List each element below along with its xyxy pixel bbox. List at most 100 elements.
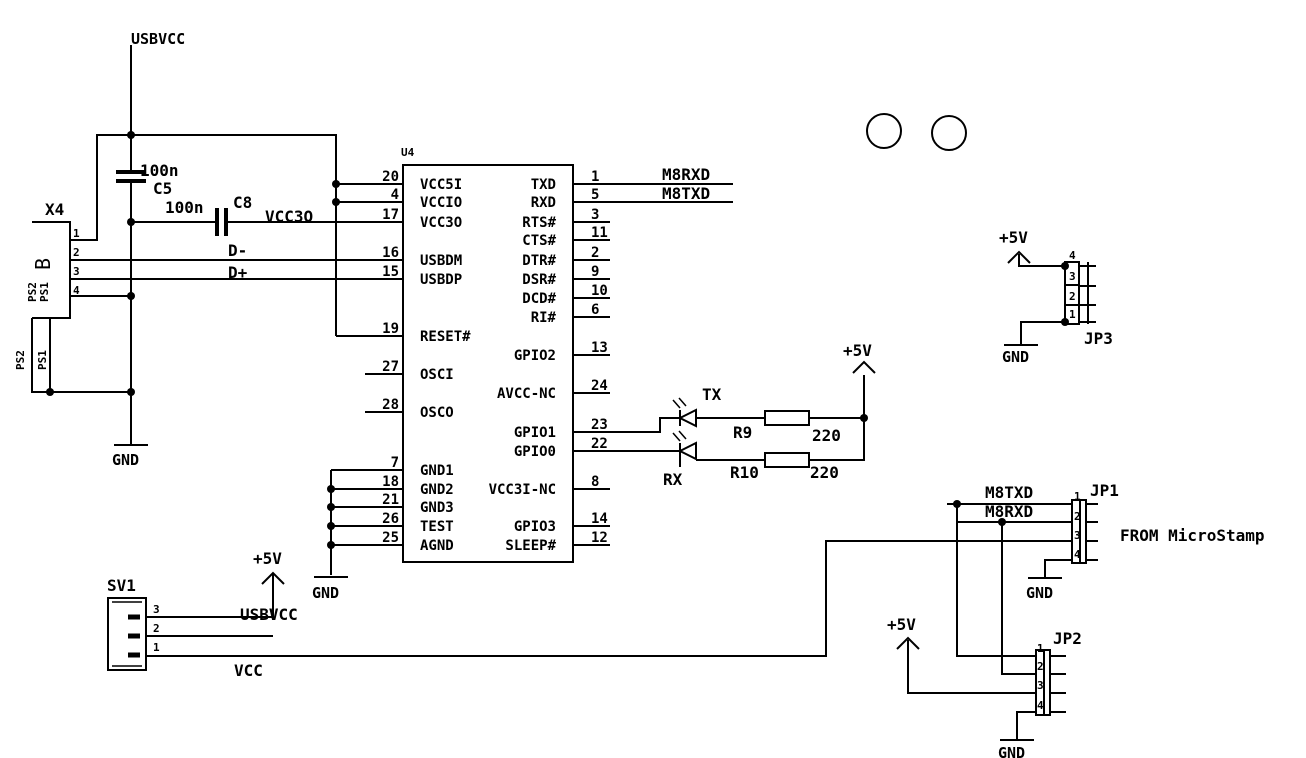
jp1-jp2-links [956, 504, 1036, 675]
u4-pin-name: RI# [531, 310, 557, 326]
d-plus-label: D+ [228, 263, 248, 282]
u4-pin-number: 15 [382, 264, 399, 280]
u4-gnd-bus: GND [312, 470, 348, 602]
capacitor-c8: 100n C8 VCC3O [127, 193, 403, 236]
u4-pin-number: 23 [591, 417, 608, 433]
mounting-hole-1 [866, 113, 902, 149]
usb-data-lines: D- D+ [70, 241, 403, 282]
u4-pin-name: GPIO0 [514, 444, 556, 460]
x4-ps1: PS1 [38, 282, 51, 302]
u4-pin-name: GPIO3 [514, 519, 556, 535]
u4-pin-name: TEST [420, 519, 454, 535]
u4-right-pins: 1TXD5RXD3RTS#11CTS#2DTR#9DSR#10DCD#6RI#1… [489, 169, 610, 554]
u4-pin-number: 4 [391, 187, 399, 203]
u4-pin-name: RESET# [420, 329, 471, 345]
r10-value: 220 [810, 463, 839, 482]
u4-pin-name: CTS# [522, 233, 556, 249]
u4-pin-number: 6 [591, 302, 599, 318]
led-tx-ref: TX [702, 385, 722, 404]
c5-ref: C5 [153, 179, 172, 198]
sv1-pin1: 1 [153, 641, 160, 654]
u4-pin-name: OSCI [420, 367, 454, 383]
jp2-pin4: 4 [1037, 699, 1044, 712]
u4-pin-number: 18 [382, 474, 399, 490]
from-microstamp-label: FROM MicroStamp [1120, 526, 1265, 545]
u4-pin-name: SLEEP# [505, 538, 556, 554]
u4-pin-name: VCC3I-NC [489, 482, 556, 498]
plus5v-label-sv1: +5V [253, 549, 282, 568]
plus5v-label-jp3: +5V [999, 228, 1028, 247]
led-rx-ref: RX [663, 470, 683, 489]
u4-pin-number: 10 [591, 283, 608, 299]
u4-pin-name: RTS# [522, 215, 556, 231]
plus5v-label-jp2: +5V [887, 615, 916, 634]
r9-ref: R9 [733, 423, 752, 442]
u4-pin-name: AVCC-NC [497, 386, 556, 402]
u4-pin-number: 12 [591, 530, 608, 546]
x4-ref: X4 [45, 200, 64, 219]
u4-pin-number: 16 [382, 245, 399, 261]
u4-pin-number: 25 [382, 530, 399, 546]
jp1-pin3: 3 [1074, 529, 1081, 542]
vcc-label: VCC [234, 661, 263, 680]
jp2-pin3: 3 [1037, 679, 1044, 692]
m8rxd-label: M8RXD [662, 165, 710, 184]
u4-pin-name: USBDM [420, 253, 462, 269]
c5-value: 100n [140, 161, 179, 180]
u4-pin-number: 14 [591, 511, 608, 527]
x4-ps2: PS2 [26, 282, 39, 302]
u4-pin-number: 3 [591, 207, 599, 223]
u4-pin-name: VCC3O [420, 215, 462, 231]
gnd-label-jp3: GND [1002, 348, 1029, 366]
c8-ref: C8 [233, 193, 252, 212]
sv1-ref: SV1 [107, 576, 136, 595]
u4-pin-name: USBDP [420, 272, 462, 288]
gnd-symbol-c5: GND [112, 444, 148, 469]
u4-ref: U4 [401, 146, 415, 159]
u4-pin-number: 11 [591, 225, 608, 241]
gnd-label-jp2: GND [998, 744, 1025, 758]
jp2-ref: JP2 [1053, 629, 1082, 648]
x4-pin2: 2 [73, 246, 80, 259]
plus5v-symbol-led: +5V [843, 341, 876, 374]
usbvcc-label: USBVCC [131, 30, 185, 48]
u4-pin-name: DTR# [522, 253, 556, 269]
u4-pin-name: AGND [420, 538, 454, 554]
jp2-pin2: 2 [1037, 660, 1044, 673]
sv1-pin2: 2 [153, 622, 160, 635]
capacitor-c5: 100n C5 [116, 135, 179, 445]
d-minus-label: D- [228, 241, 247, 260]
u4-pin-name: VCC5I [420, 177, 462, 193]
header-jp2: +5V GND 1 2 3 4 JP2 [887, 615, 1082, 758]
u4-pin-number: 9 [591, 264, 599, 280]
led-rx-circuit: RX R10 220 [610, 375, 868, 489]
u4-pin-number: 5 [591, 187, 599, 203]
jp1-pin1: 1 [1074, 490, 1081, 503]
jp2-pin1: 1 [1037, 642, 1044, 655]
plus5v-label-led: +5V [843, 341, 872, 360]
u4-pin-name: GND2 [420, 482, 454, 498]
sv1-pin3: 3 [153, 603, 160, 616]
gnd-label-c5: GND [112, 451, 139, 469]
